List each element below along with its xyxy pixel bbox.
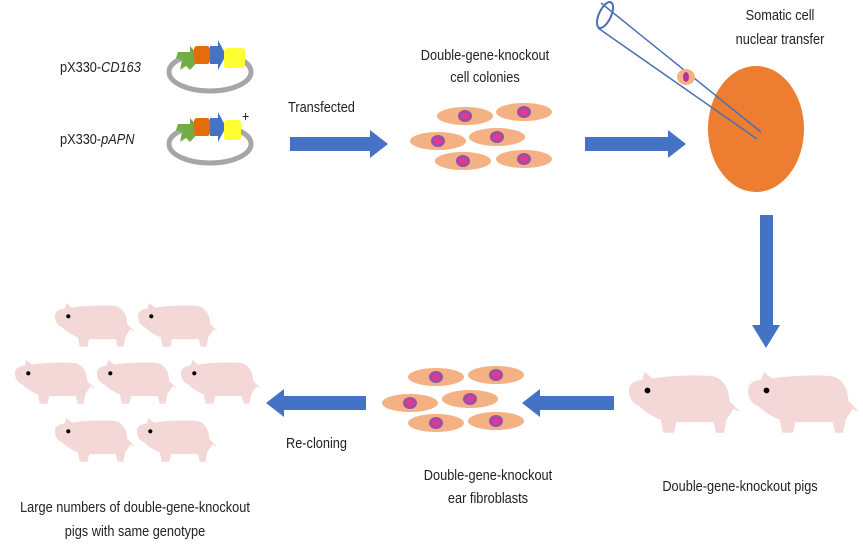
pipette-opening: [595, 1, 615, 29]
dko-pig: [748, 372, 859, 433]
gene-yellow-block: [224, 120, 241, 140]
herd-pig: [55, 303, 135, 347]
pig-eye: [26, 371, 31, 376]
nucleolus: [493, 134, 501, 140]
gene-yellow-block: [224, 48, 245, 68]
arrow-transfected: [290, 130, 388, 158]
cell: [408, 368, 464, 386]
label-fibroblasts-line1: Double-gene-knockout: [423, 468, 553, 484]
pipette-wall-top: [600, 2, 762, 133]
arrow-to-fibroblasts: [522, 389, 614, 417]
nucleolus: [434, 138, 442, 144]
pig-body: [137, 418, 217, 462]
pig-eye: [108, 371, 113, 376]
label-fibroblasts-line2: ear fibroblasts: [447, 491, 529, 507]
nucleolus: [461, 113, 469, 119]
plasmid-gene: CD163: [101, 60, 141, 76]
pig-body: [55, 418, 135, 462]
pig-eye: [192, 371, 197, 376]
donor-nucleus: [683, 72, 689, 82]
arrow-recloning: [266, 389, 366, 417]
nucleolus: [466, 396, 474, 402]
pig-eye: [148, 429, 153, 434]
herd-pig: [15, 360, 95, 404]
nucleolus: [432, 420, 440, 426]
label-transfected: Transfected: [288, 100, 355, 116]
pig-body: [181, 360, 261, 404]
pig-eye: [66, 429, 71, 434]
cell: [496, 150, 552, 168]
scnt-illustration: [595, 1, 804, 192]
gene-orange-block: [194, 118, 210, 136]
cell: [408, 414, 464, 432]
pig-body: [138, 303, 218, 347]
cell: [496, 103, 552, 121]
pig-body: [97, 360, 177, 404]
gene-orange-block: [194, 46, 210, 64]
nucleolus: [492, 418, 500, 424]
plasmid-papn: [166, 112, 254, 166]
herd-pig: [97, 360, 177, 404]
plasmid-label-papn: pX330-pAPN: [60, 130, 134, 150]
pig-eye: [644, 387, 651, 394]
nucleolus: [432, 374, 440, 380]
label-colonies-line1: Double-gene-knockout: [420, 48, 550, 64]
arrow-to-scnt: [585, 130, 686, 158]
cell: [468, 412, 524, 430]
nucleolus: [492, 372, 500, 378]
pig-body: [55, 303, 135, 347]
herd-pig: [55, 418, 135, 462]
cell-colonies: [410, 103, 552, 170]
label-scnt-line1: Somatic cell: [745, 8, 815, 24]
nucleolus: [406, 400, 414, 406]
nucleolus: [459, 158, 467, 164]
pig-body: [629, 372, 740, 433]
pig-eye: [763, 387, 770, 394]
oocyte: [708, 66, 804, 192]
dko-pig: [629, 372, 740, 433]
herd-pig: [137, 418, 217, 462]
plasmid-prefix: pX330-: [60, 60, 102, 76]
plasmid-gene: pAPN: [101, 132, 135, 148]
pipette-wall-bottom: [597, 27, 758, 140]
nucleolus: [520, 109, 528, 115]
pig-eye: [66, 314, 71, 319]
gene-blue-arrow: [210, 40, 226, 70]
label-result-line1: Large numbers of double-gene-knockout: [20, 500, 250, 516]
label-result-line2: pigs with same genotype: [64, 524, 206, 540]
cell: [468, 366, 524, 384]
cell: [382, 394, 438, 412]
gene-blue-arrow: [210, 112, 226, 142]
ear-fibroblasts: [382, 366, 524, 432]
plus-sign: +: [242, 108, 250, 124]
pig-body: [748, 372, 859, 433]
label-dko-pigs: Double-gene-knockout pigs: [662, 479, 818, 495]
cell: [410, 132, 466, 150]
label-recloning: Re-cloning: [286, 436, 348, 452]
herd-pig: [181, 360, 261, 404]
label-scnt-line2: nuclear transfer: [735, 32, 825, 48]
herd-pig: [138, 303, 218, 347]
cell: [469, 128, 525, 146]
cell: [435, 152, 491, 170]
nucleolus: [520, 156, 528, 162]
cell: [442, 390, 498, 408]
label-colonies-line2: cell colonies: [450, 70, 520, 86]
arrow-down-to-pigs: [752, 215, 780, 348]
pig-eye: [149, 314, 154, 319]
pig-body: [15, 360, 95, 404]
plasmid-prefix: pX330-: [60, 132, 102, 148]
plasmid-label-cd163: pX330-CD163: [60, 58, 141, 78]
plasmid-cd163: [166, 40, 254, 94]
cell: [437, 107, 493, 125]
